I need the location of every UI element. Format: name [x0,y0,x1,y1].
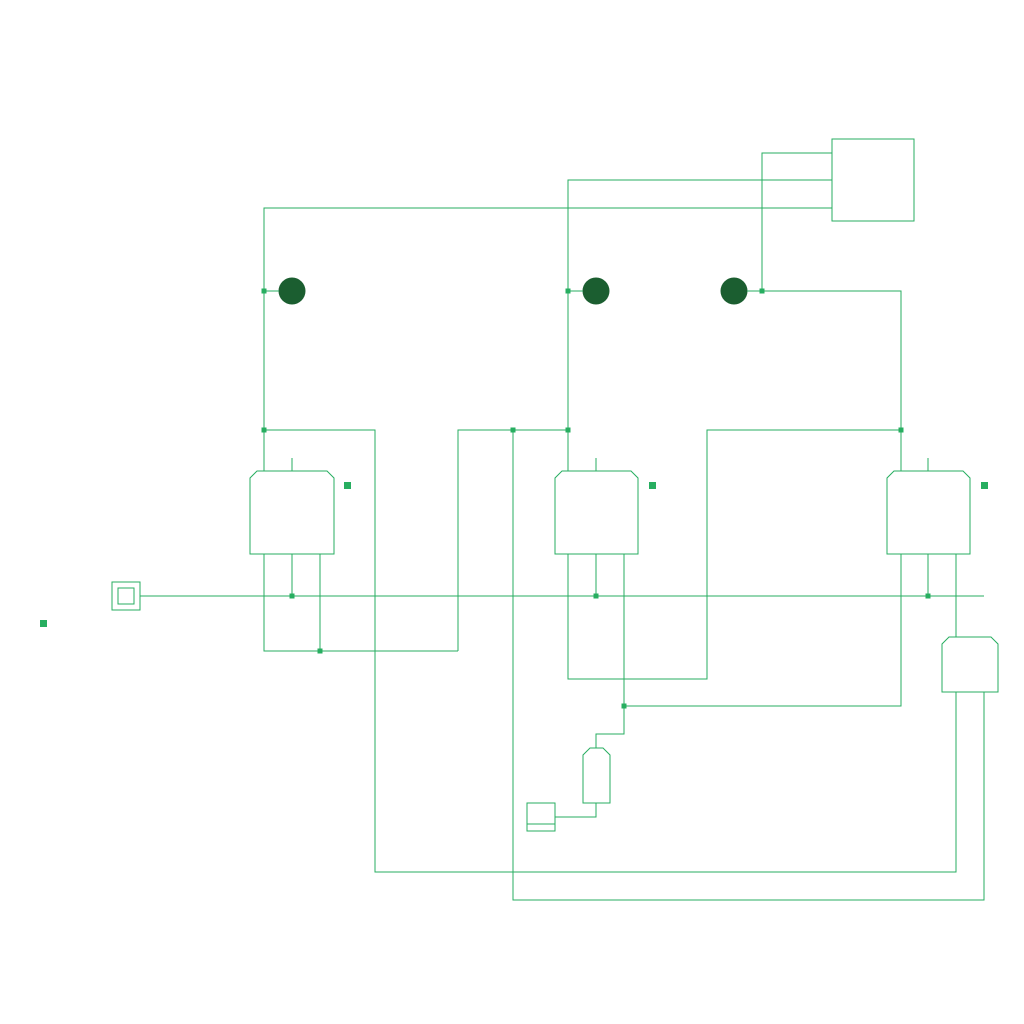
junction-dot [898,427,904,433]
junction-dot [593,593,599,599]
junction-dots [261,288,931,709]
component-b [554,470,639,555]
box-element [526,802,556,832]
junction-dot [261,288,267,294]
junction-dot [621,703,627,709]
junction-dot [510,427,516,433]
connector-block-top-right [831,138,915,222]
wire-network [140,152,985,901]
source-element-inner [117,587,135,605]
marker-component-b [649,482,656,489]
junction-dot [261,427,267,433]
junction-dot [759,288,765,294]
component-small [582,747,611,804]
wire-top-3 [263,207,832,430]
component-d [941,636,999,693]
marker-component-a [344,482,351,489]
wire-b-bottom-right [623,554,902,707]
wire-mid-branch [457,429,568,651]
wire-top-2 [567,179,832,430]
wire-small-to-box [555,803,597,818]
marker-left [40,620,47,627]
wire-left-branch [264,429,957,873]
component-a [249,470,335,555]
wire-a-bottom-left [263,554,458,652]
wire-b-to-small [595,706,625,748]
junction-dot [565,288,571,294]
terminal-right [720,277,748,305]
wire-long-bottom [512,430,985,901]
terminal-left [278,277,306,305]
junction-dot [289,593,295,599]
junction-dot [925,593,931,599]
marker-component-c [981,482,988,489]
component-c [886,470,971,555]
junction-dot [317,648,323,654]
wire-right-branch [567,429,901,680]
terminal-middle [582,277,610,305]
junction-dot [565,427,571,433]
